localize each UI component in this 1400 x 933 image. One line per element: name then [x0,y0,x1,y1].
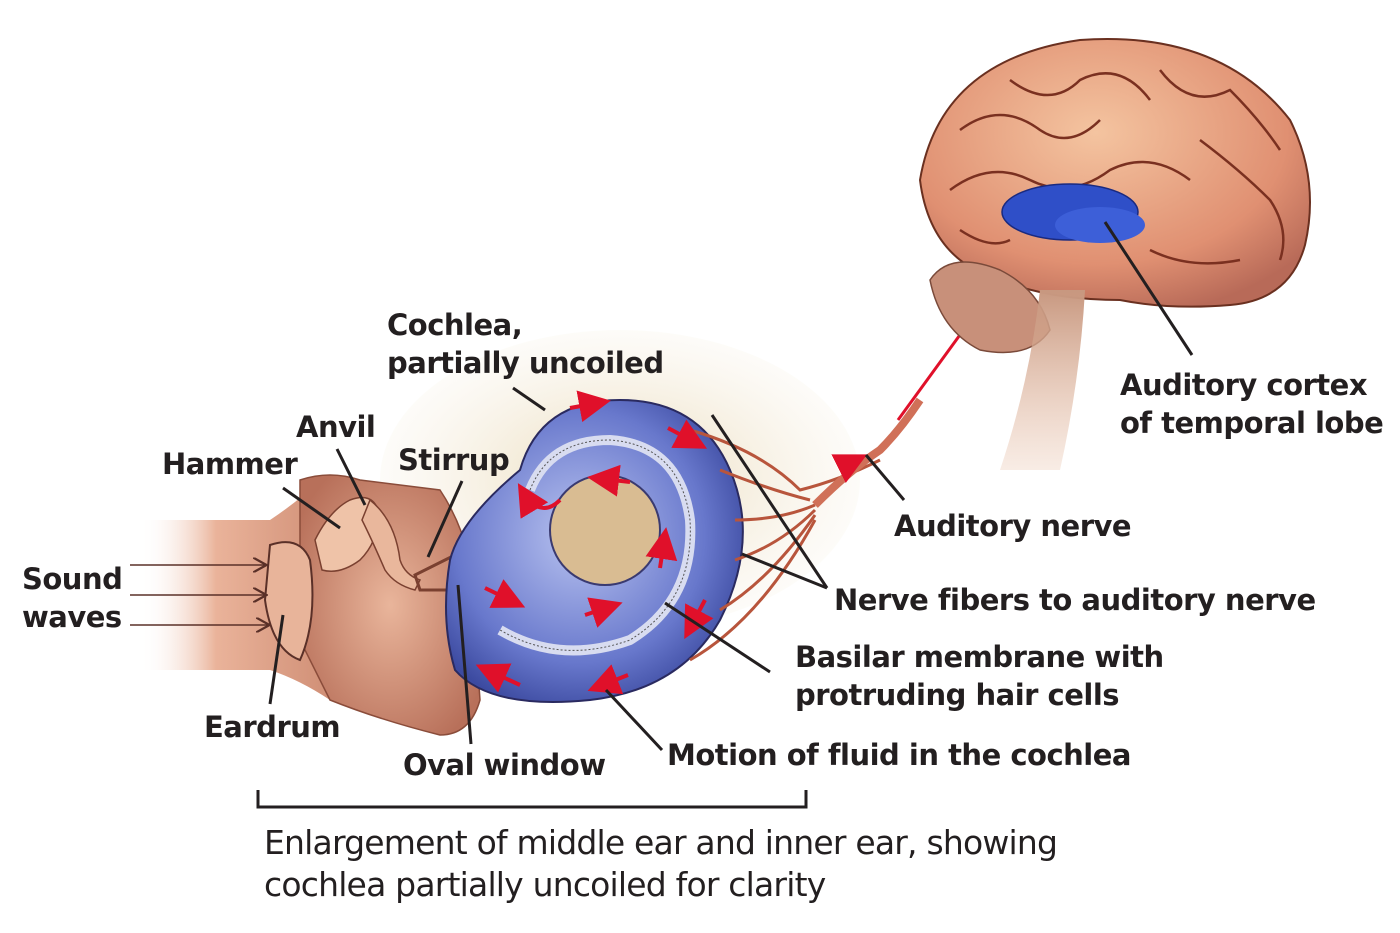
label-cortex-line2: of temporal lobe [1120,406,1384,440]
label-anvil: Anvil [296,410,376,444]
label-nerve-fibers: Nerve fibers to auditory nerve [834,583,1316,617]
sound-wave-arrows [130,565,268,625]
label-cortex-line1: Auditory cortex [1120,368,1368,402]
label-auditory-nerve: Auditory nerve [894,509,1132,543]
label-cochlea: Cochlea, partially uncoiled [387,306,664,382]
label-sound-waves-line2: waves [22,600,122,634]
label-basilar-line1: Basilar membrane with [795,640,1164,674]
label-sound-waves-line1: Sound [22,562,123,596]
enlargement-bracket [256,790,808,809]
label-auditory-cortex: Auditory cortex of temporal lobe [1120,366,1384,442]
caption-line1: Enlargement of middle ear and inner ear,… [264,823,1058,862]
leader-lines [268,221,1194,752]
eardrum [263,541,314,662]
label-basilar-membrane: Basilar membrane with protruding hair ce… [795,638,1164,714]
cochlea-core [549,474,661,586]
brainstem [1000,290,1085,470]
label-eardrum: Eardrum [204,710,341,744]
caption-line2: cochlea partially uncoiled for clarity [264,865,826,904]
label-cochlea-line2: partially uncoiled [387,346,664,380]
label-basilar-line2: protruding hair cells [795,678,1120,712]
label-hammer: Hammer [162,447,298,481]
label-oval-window: Oval window [403,748,606,782]
label-fluid-motion: Motion of fluid in the cochlea [667,738,1131,772]
caption: Enlargement of middle ear and inner ear,… [264,822,1058,906]
label-cochlea-line1: Cochlea, [387,308,523,342]
label-sound-waves: Sound waves [22,560,123,636]
label-stirrup: Stirrup [398,443,510,477]
